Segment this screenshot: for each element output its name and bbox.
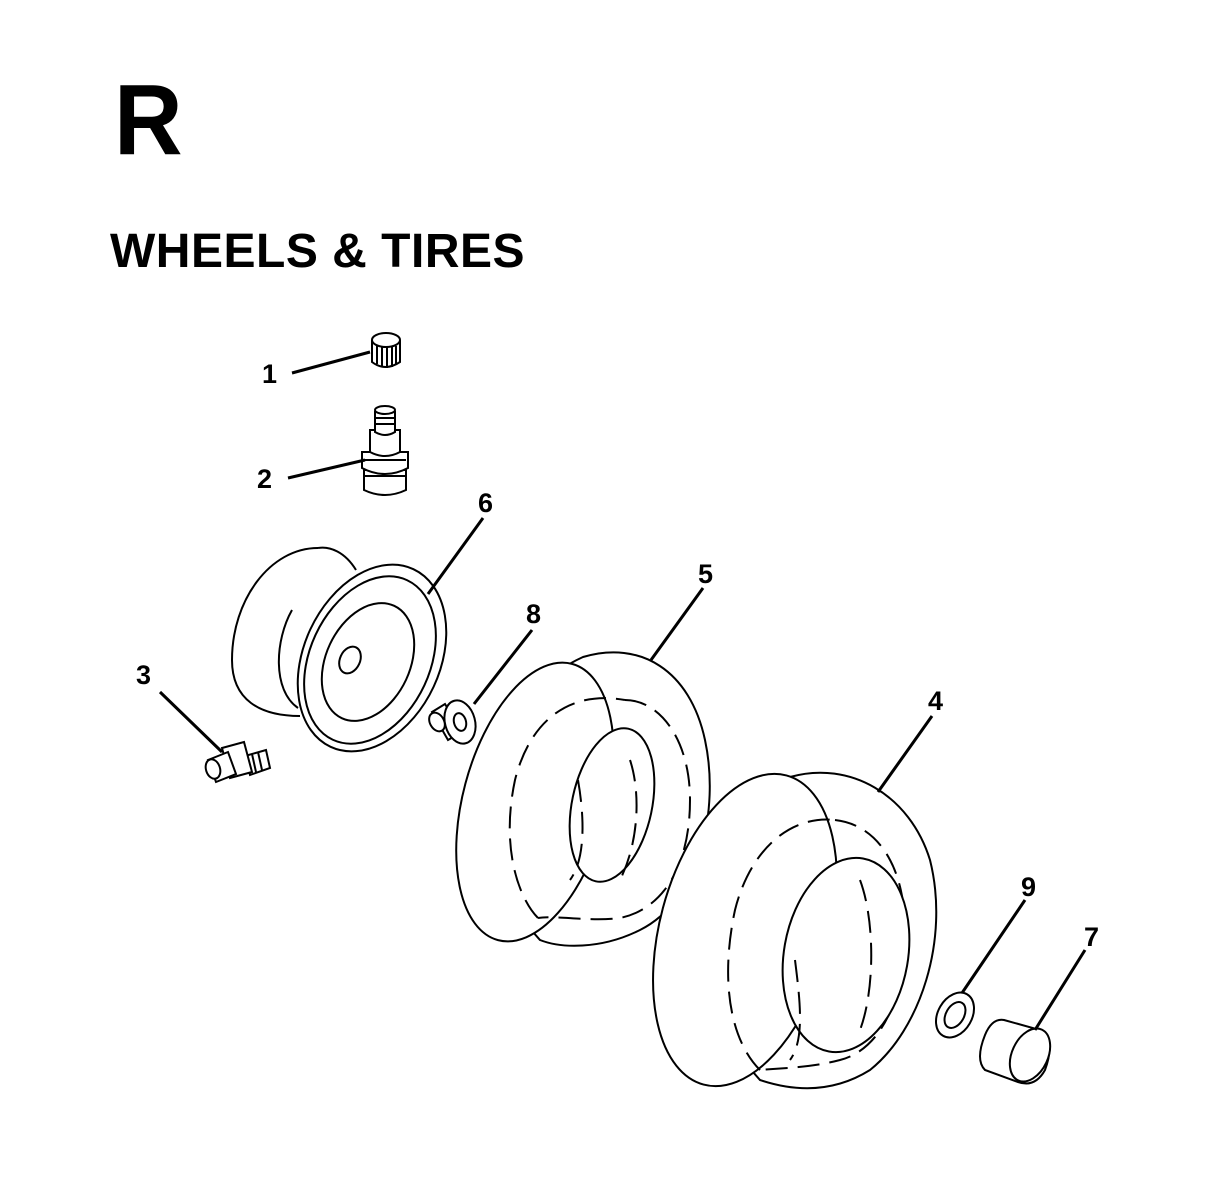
- callout-numbers: 1 2 3 4 5 6 7 8 9: [136, 359, 1099, 952]
- callout-2: 2: [257, 464, 272, 494]
- leader-line-6: [426, 517, 485, 595]
- leader-line-1: [291, 350, 371, 375]
- leader-line-3: [158, 690, 224, 754]
- leader-line-9: [960, 899, 1027, 994]
- valve-stem: [361, 405, 409, 496]
- rim: [230, 546, 448, 753]
- leader-line-2: [287, 458, 366, 480]
- leader-line-7: [1033, 949, 1087, 1031]
- callout-7: 7: [1084, 922, 1099, 952]
- callout-3: 3: [136, 660, 151, 690]
- callout-9: 9: [1021, 872, 1036, 902]
- leader-lines: [158, 350, 1087, 1031]
- callout-4: 4: [928, 686, 943, 716]
- leader-line-8: [472, 629, 534, 705]
- flange-bearing: [428, 699, 477, 745]
- bushing: [979, 1018, 1052, 1085]
- callout-1: 1: [262, 359, 277, 389]
- callout-6: 6: [478, 488, 493, 518]
- valve-cap: [371, 332, 401, 368]
- section-letter: R: [114, 64, 183, 176]
- leader-line-5: [649, 587, 705, 661]
- tire-rear: [455, 651, 711, 947]
- callout-5: 5: [698, 559, 713, 589]
- section-title: WHEELS & TIRES: [110, 225, 526, 278]
- tire-front: [652, 771, 938, 1090]
- callout-8: 8: [526, 599, 541, 629]
- washer: [935, 991, 975, 1039]
- leader-line-4: [876, 715, 934, 793]
- grease-fitting: [204, 740, 272, 784]
